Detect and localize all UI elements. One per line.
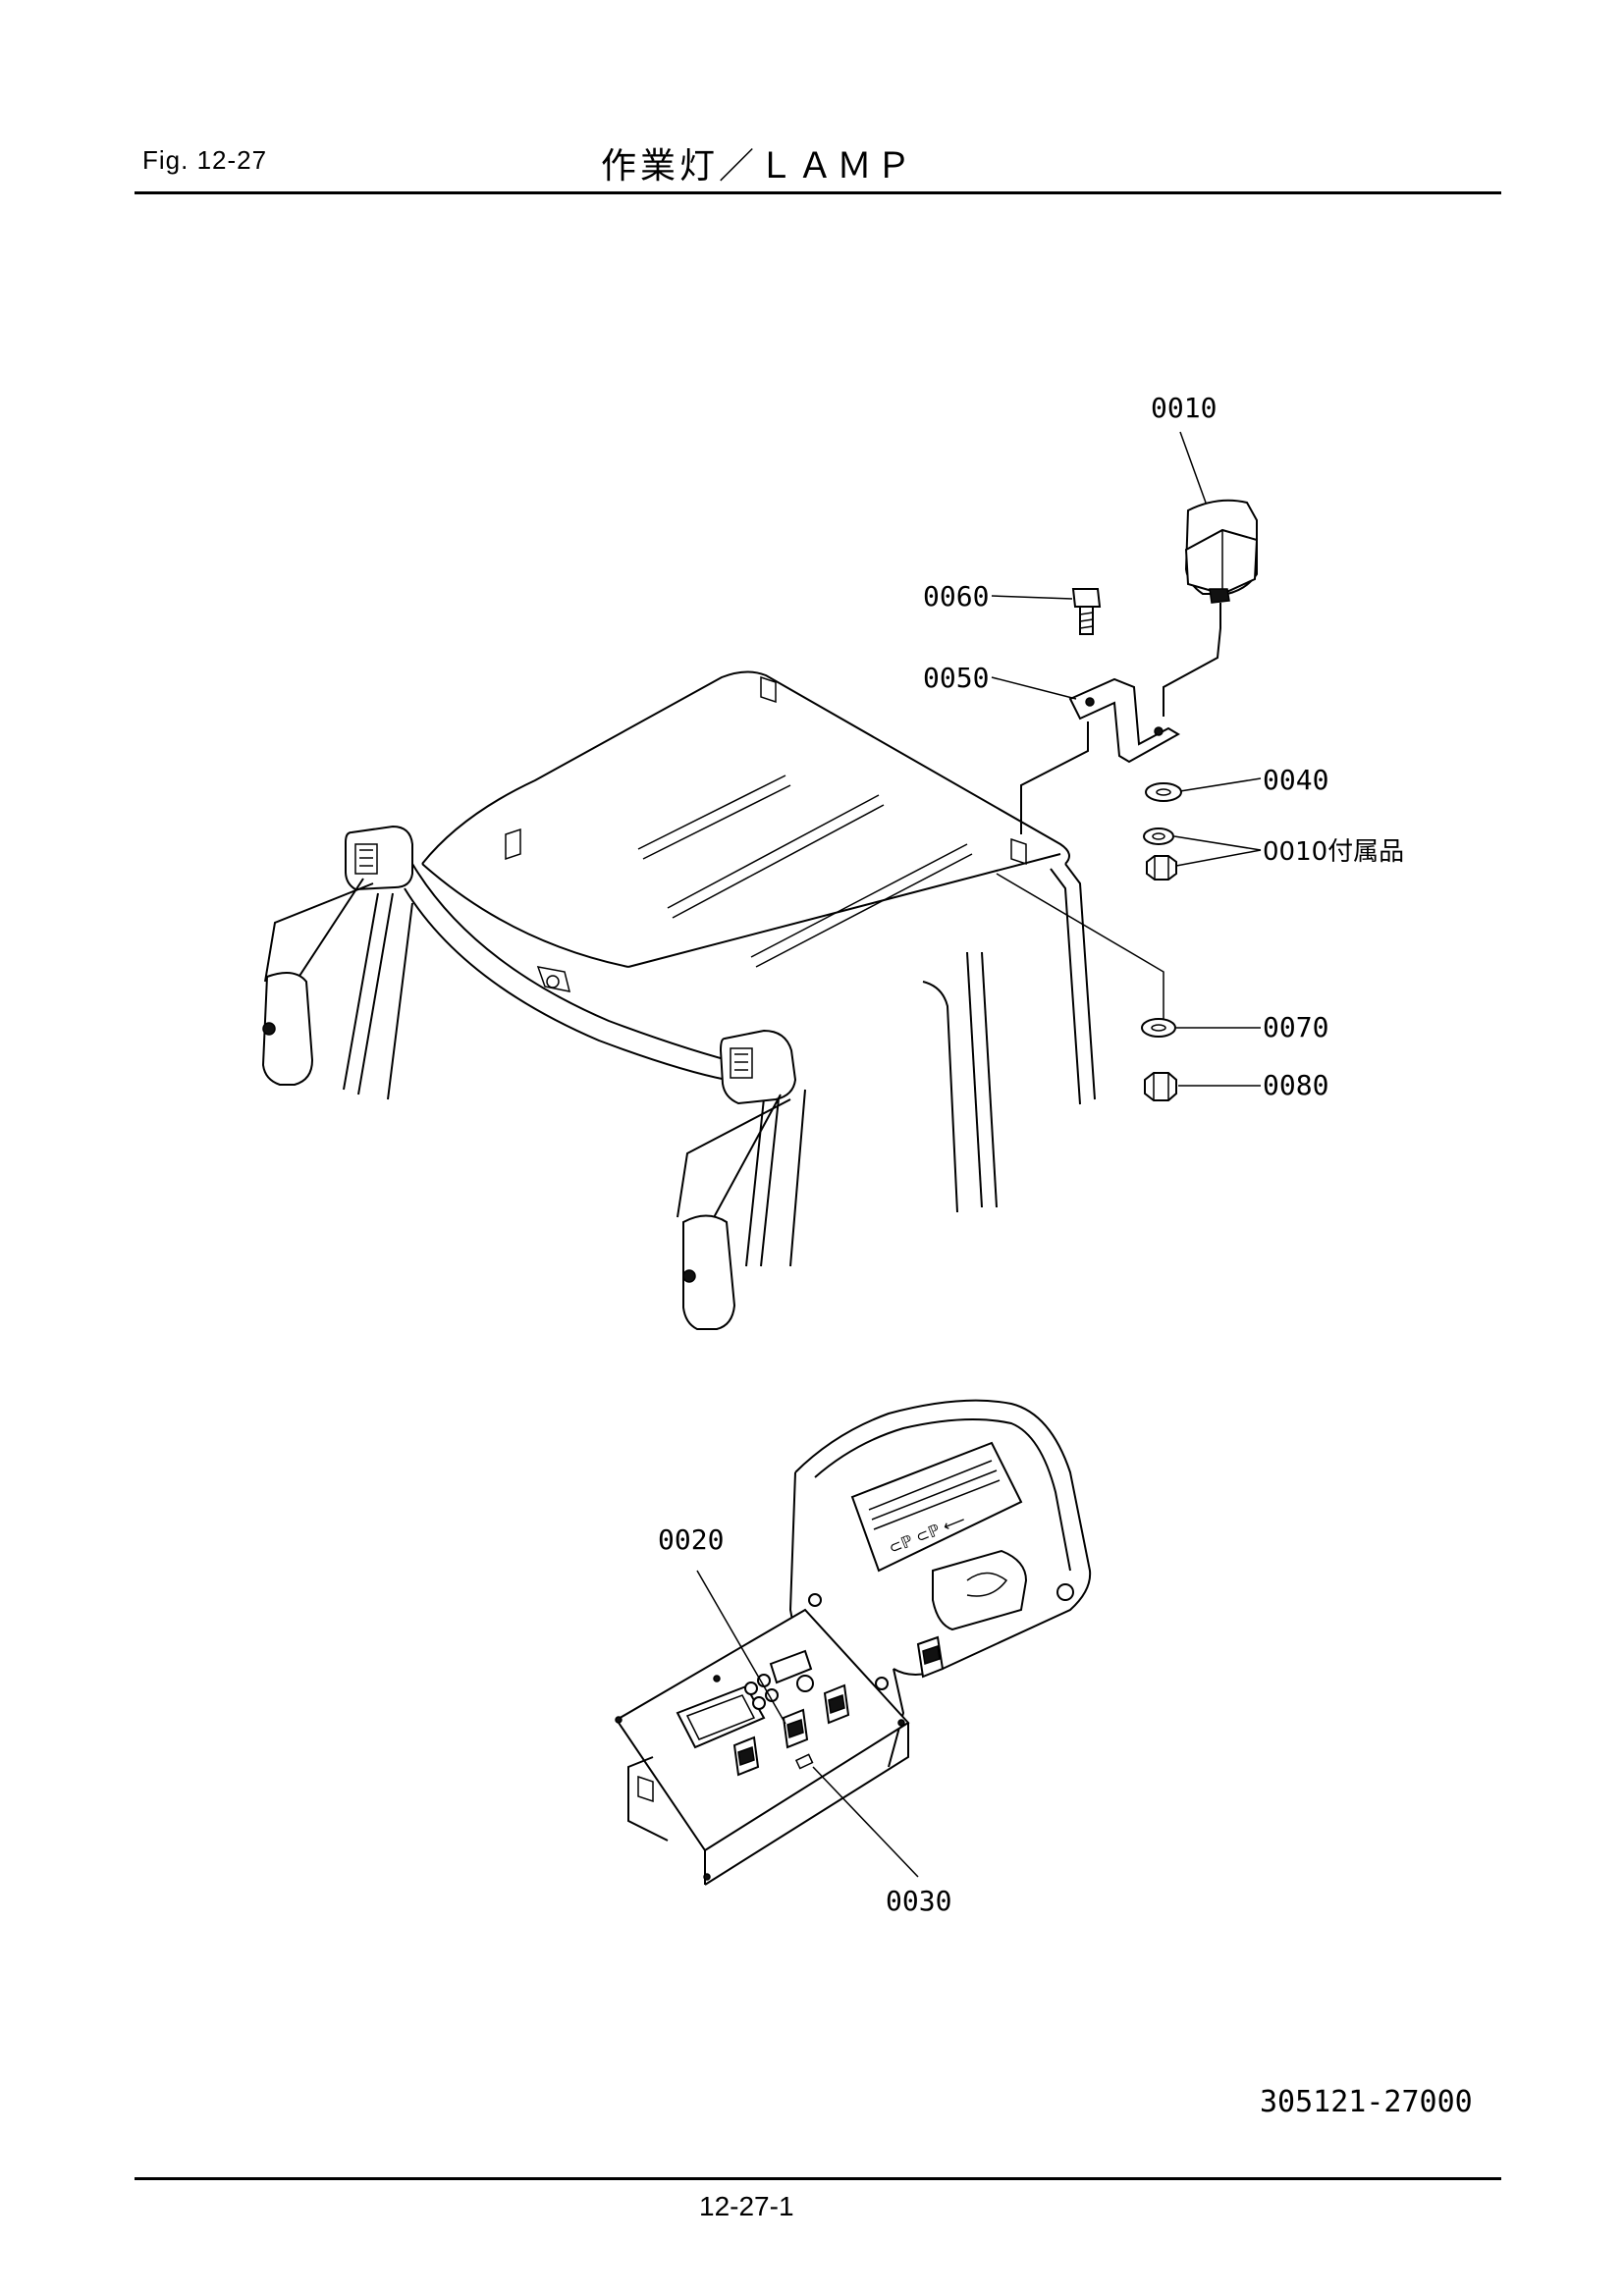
part-0070-washer [1141, 1018, 1176, 1038]
callout-0060: 0060 [923, 580, 989, 613]
header-rule [135, 191, 1501, 194]
callout-0010-accessory: 0010付属品 [1263, 837, 1404, 867]
right-work-lamp [719, 1029, 797, 1105]
callout-leaders-dash [696, 1570, 919, 1878]
leader-roof-to-0070 [996, 873, 1164, 1021]
callout-0050: 0050 [923, 662, 989, 694]
left-work-lamp [345, 825, 413, 891]
right-mirror [677, 1094, 791, 1330]
callout-0040: 0040 [1263, 764, 1328, 796]
callout-0010: 0010 [1151, 392, 1217, 424]
part-0080-nut [1144, 1072, 1177, 1101]
left-mirror [261, 878, 374, 1086]
callout-0070: 0070 [1263, 1011, 1328, 1043]
part-0050-bracket [1020, 677, 1180, 834]
canopy-roof [343, 670, 1096, 1267]
callout-0030: 0030 [886, 1885, 951, 1917]
part-0040-washer [1145, 782, 1182, 802]
figure-label: Fig. 12-27 [142, 145, 268, 175]
part-0010-accessories [1143, 828, 1177, 881]
part-0010-lamp [1163, 499, 1259, 717]
page-title: 作業灯／ＬＡＭＰ [601, 146, 916, 187]
callout-0080: 0080 [1263, 1069, 1328, 1101]
part-0060-bolt [1071, 588, 1102, 635]
dashboard-assembly: ⊂ℙ ⊂ℙ ⟵ [788, 1399, 1092, 1768]
document-number: 305121-27000 [1260, 2085, 1473, 2119]
callout-0020: 0020 [658, 1523, 724, 1556]
callout-leaders [991, 431, 1262, 1087]
footer-rule [135, 2177, 1501, 2180]
switch-panel-plate [615, 1608, 910, 1886]
page-number: 12-27-1 [699, 2191, 794, 2221]
